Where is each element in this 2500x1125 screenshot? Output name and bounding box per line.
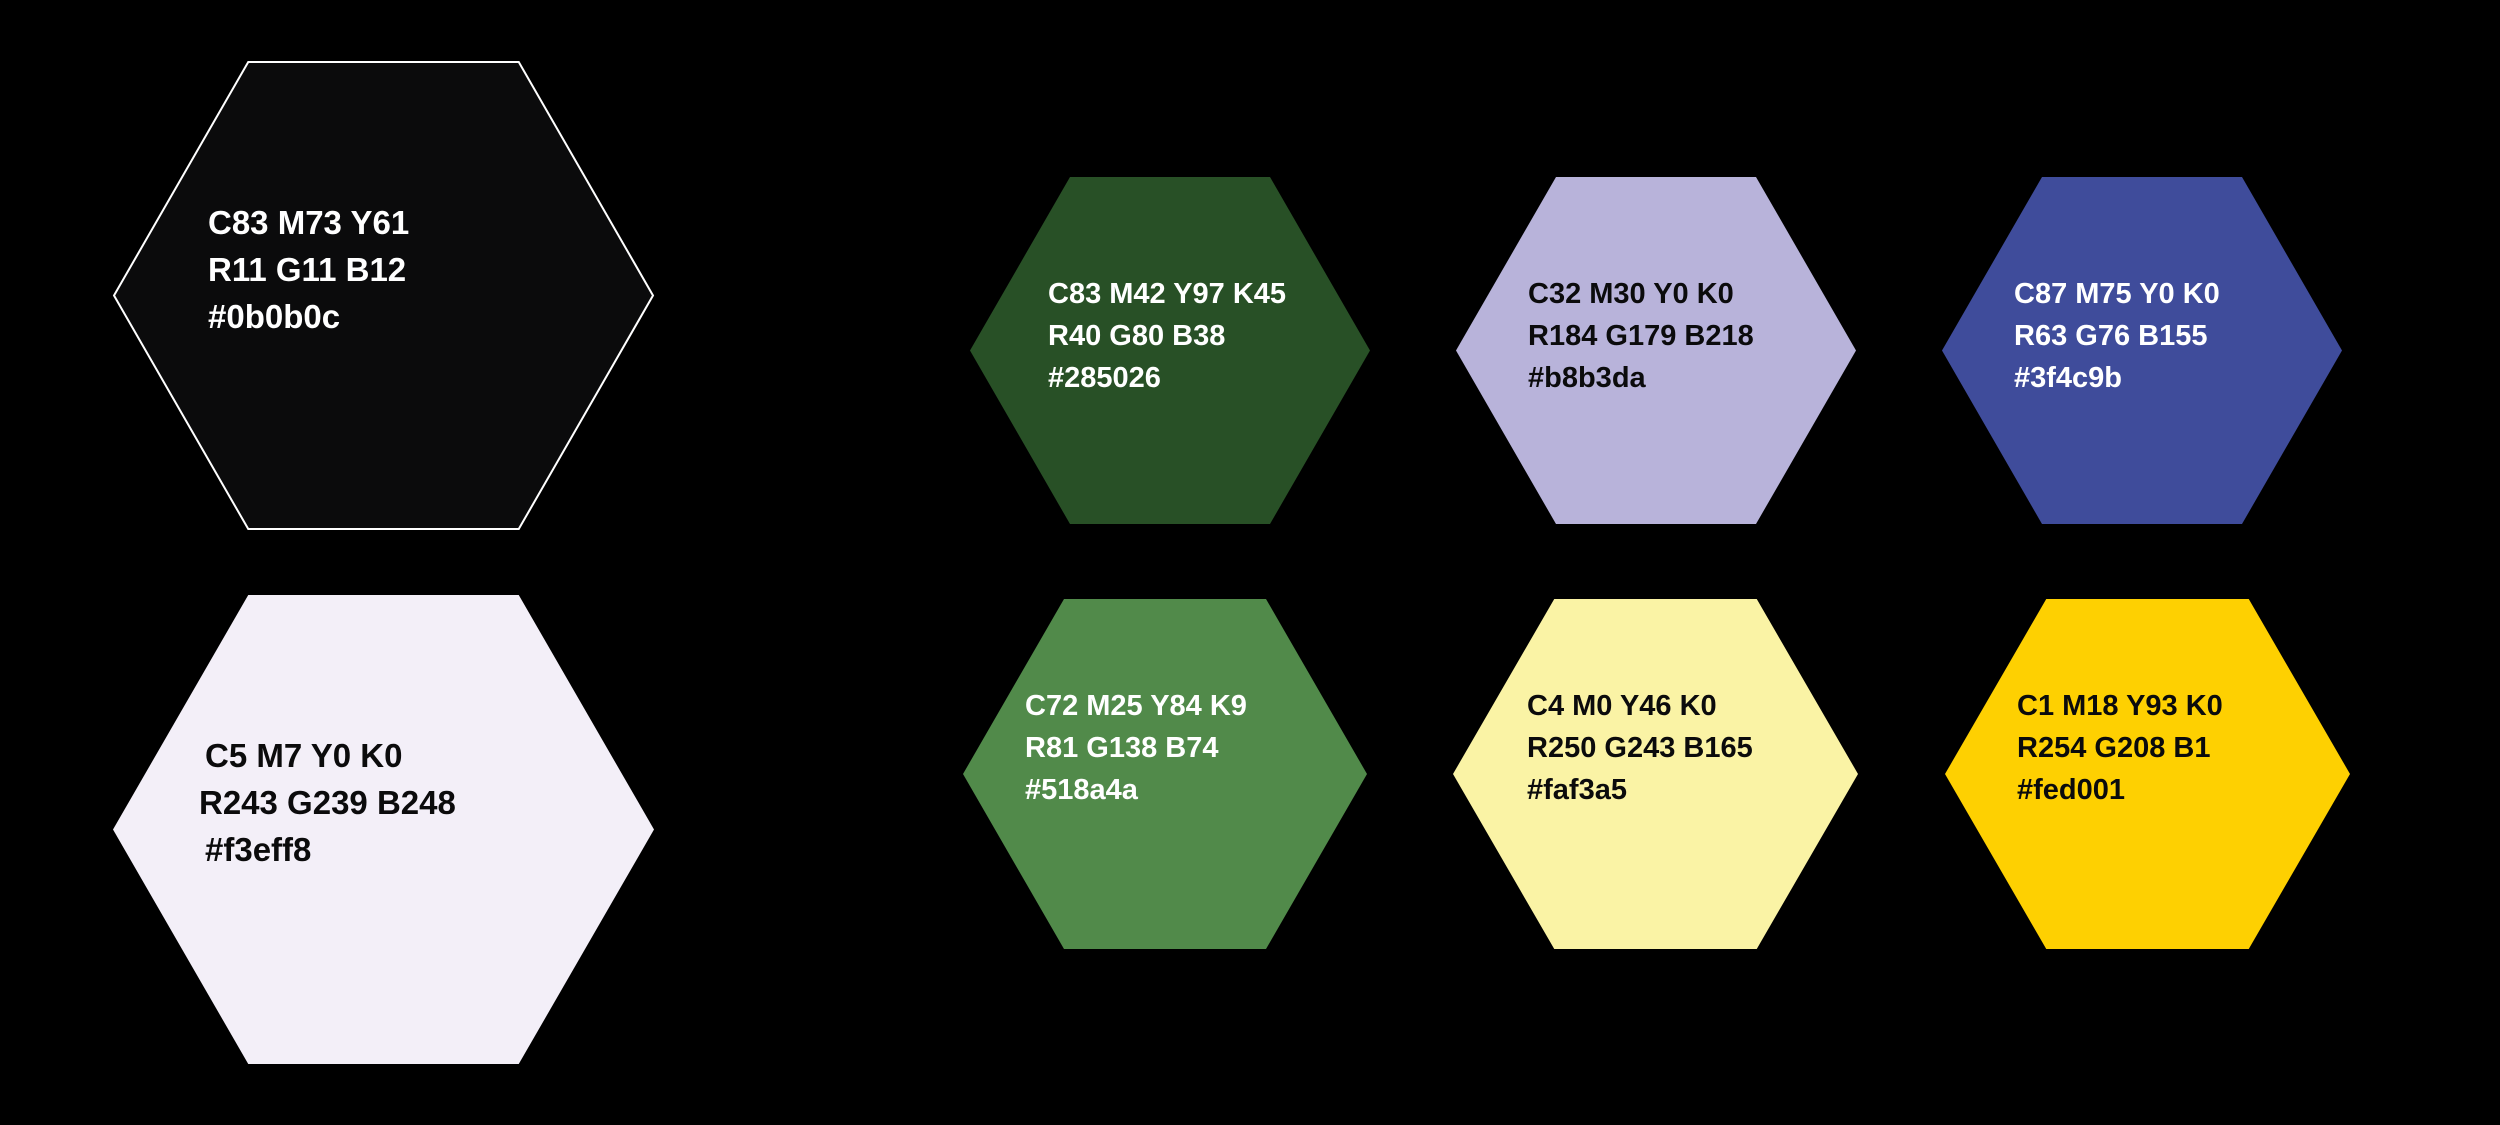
swatch-black-cmyk: C83 M73 Y61 bbox=[208, 204, 410, 241]
swatch-off-white-hex: #f3eff8 bbox=[205, 831, 312, 868]
swatch-green-rgb: R81 G138 B74 bbox=[1025, 732, 1219, 764]
swatch-indigo: C87 M75 Y0 K0 R63 G76 B155 #3f4c9b bbox=[1942, 177, 2342, 524]
swatch-dark-green: C83 M42 Y97 K45 R40 G80 B38 #285026 bbox=[970, 177, 1370, 524]
swatch-off-white: C5 M7 Y0 K0 R243 G239 B248 #f3eff8 bbox=[113, 595, 654, 1064]
swatch-yellow-cmyk: C1 M18 Y93 K0 bbox=[2017, 690, 2223, 722]
swatch-black-hex: #0b0b0c bbox=[208, 298, 341, 335]
swatch-green: C72 M25 Y84 K9 R81 G138 B74 #518a4a bbox=[963, 599, 1367, 949]
swatch-indigo-label: C87 M75 Y0 K0 R63 G76 B155 #3f4c9b bbox=[2014, 273, 2220, 399]
swatch-lavender-rgb: R184 G179 B218 bbox=[1528, 320, 1754, 352]
swatch-green-hexagon bbox=[963, 599, 1367, 949]
swatch-dark-green-cmyk: C83 M42 Y97 K45 bbox=[1048, 278, 1287, 310]
swatch-lavender-cmyk: C32 M30 Y0 K0 bbox=[1528, 278, 1734, 310]
swatch-indigo-rgb: R63 G76 B155 bbox=[2014, 320, 2208, 352]
swatch-pale-yellow-rgb: R250 G243 B165 bbox=[1527, 732, 1753, 764]
swatch-black-label: C83 M73 Y61 R11 G11 B12 #0b0b0c bbox=[208, 199, 409, 340]
swatch-lavender-hex: #b8b3da bbox=[1528, 362, 1646, 394]
swatch-indigo-cmyk: C87 M75 Y0 K0 bbox=[2014, 278, 2220, 310]
swatch-dark-green-hex: #285026 bbox=[1048, 362, 1161, 394]
swatch-pale-yellow-label: C4 M0 Y46 K0 R250 G243 B165 #faf3a5 bbox=[1527, 685, 1753, 811]
swatch-black-outline bbox=[112, 61, 655, 530]
swatch-black-rgb: R11 G11 B12 bbox=[208, 251, 407, 288]
swatch-green-hex: #518a4a bbox=[1025, 774, 1138, 806]
swatch-green-label: C72 M25 Y84 K9 R81 G138 B74 #518a4a bbox=[1025, 685, 1247, 811]
swatch-lavender-label: C32 M30 Y0 K0 R184 G179 B218 #b8b3da bbox=[1528, 273, 1754, 399]
swatch-off-white-cmyk: C5 M7 Y0 K0 bbox=[205, 737, 403, 774]
swatch-yellow: C1 M18 Y93 K0 R254 G208 B1 #fed001 bbox=[1945, 599, 2350, 949]
swatch-off-white-label: C5 M7 Y0 K0 R243 G239 B248 #f3eff8 bbox=[199, 732, 456, 873]
swatch-yellow-label: C1 M18 Y93 K0 R254 G208 B1 #fed001 bbox=[2017, 685, 2223, 811]
swatch-pale-yellow-cmyk: C4 M0 Y46 K0 bbox=[1527, 690, 1717, 722]
swatch-black: C83 M73 Y61 R11 G11 B12 #0b0b0c bbox=[112, 61, 655, 530]
swatch-green-cmyk: C72 M25 Y84 K9 bbox=[1025, 690, 1247, 722]
swatch-indigo-hex: #3f4c9b bbox=[2014, 362, 2123, 394]
swatch-yellow-rgb: R254 G208 B1 bbox=[2017, 732, 2211, 764]
swatch-pale-yellow: C4 M0 Y46 K0 R250 G243 B165 #faf3a5 bbox=[1453, 599, 1858, 949]
swatch-yellow-hex: #fed001 bbox=[2017, 774, 2126, 806]
swatch-off-white-rgb: R243 G239 B248 bbox=[199, 784, 456, 821]
swatch-dark-green-label: C83 M42 Y97 K45 R40 G80 B38 #285026 bbox=[1048, 273, 1286, 399]
swatch-off-white-hexagon bbox=[113, 595, 654, 1064]
swatch-lavender: C32 M30 Y0 K0 R184 G179 B218 #b8b3da bbox=[1456, 177, 1856, 524]
swatch-pale-yellow-hex: #faf3a5 bbox=[1527, 774, 1627, 806]
swatch-dark-green-rgb: R40 G80 B38 bbox=[1048, 320, 1226, 352]
